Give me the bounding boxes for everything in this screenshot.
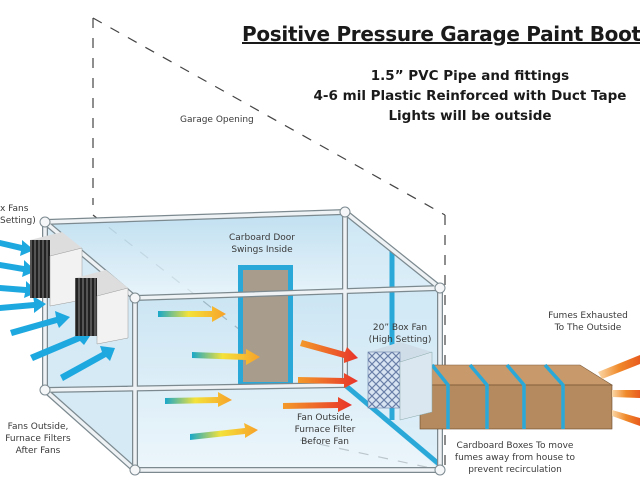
- duct-tape-strip: [343, 383, 442, 467]
- spec-lights: Lights will be outside: [388, 108, 552, 124]
- intake-arrow: [30, 329, 92, 361]
- airflow-arrow: [298, 373, 358, 388]
- cardboard-door: [238, 265, 293, 385]
- pvc-fittings: [39, 206, 446, 476]
- label-door: Carboard Door Swings Inside: [229, 233, 295, 255]
- label-box-fan: 20” Box Fan (High Setting): [368, 323, 432, 345]
- spec-plastic: 4-6 mil Plastic Reinforced with Duct Tap…: [313, 88, 627, 104]
- airflow-arrow: [190, 423, 258, 440]
- label-garage-opening: Garage Opening: [180, 115, 254, 125]
- exhaust-arrow: [612, 410, 640, 426]
- exhaust-arrow: [612, 390, 640, 398]
- label-fan-outside: Fan Outside, Furnace Filter Before Fan: [294, 413, 356, 447]
- intake-airflow-arrows: [0, 240, 115, 381]
- intake-arrow: [10, 311, 70, 336]
- cardboard-duct: [419, 363, 614, 430]
- label-intake-fans: x Fans Setting): [0, 204, 36, 226]
- intake-arrow: [0, 281, 38, 298]
- airflow-arrow: [165, 392, 232, 407]
- intake-arrow: [60, 346, 115, 381]
- exhaust-airflow-arrows: [598, 355, 640, 426]
- spec-pvc: 1.5” PVC Pipe and fittings: [370, 68, 570, 84]
- intake-arrow: [0, 296, 46, 313]
- airflow-arrow: [283, 397, 352, 412]
- label-fans-outside: Fans Outside, Furnace Filters After Fans: [5, 422, 71, 456]
- label-cardboard: Cardboard Boxes To move fumes away from …: [454, 441, 576, 475]
- label-fumes: Fumes Exhausted To The Outside: [548, 311, 628, 333]
- interior-airflow-arrows: [158, 306, 358, 440]
- airflow-arrow: [300, 340, 358, 363]
- airflow-arrow: [192, 349, 260, 365]
- intake-box-fan: [75, 270, 129, 345]
- page-title: Positive Pressure Garage Paint Booth: [242, 22, 640, 46]
- intake-arrow: [0, 240, 34, 256]
- airflow-arrow: [158, 306, 226, 322]
- intake-box-fan: [30, 232, 83, 307]
- exhaust-box-fan: [367, 342, 433, 421]
- intake-arrow: [0, 260, 36, 277]
- exhaust-arrow: [598, 355, 640, 379]
